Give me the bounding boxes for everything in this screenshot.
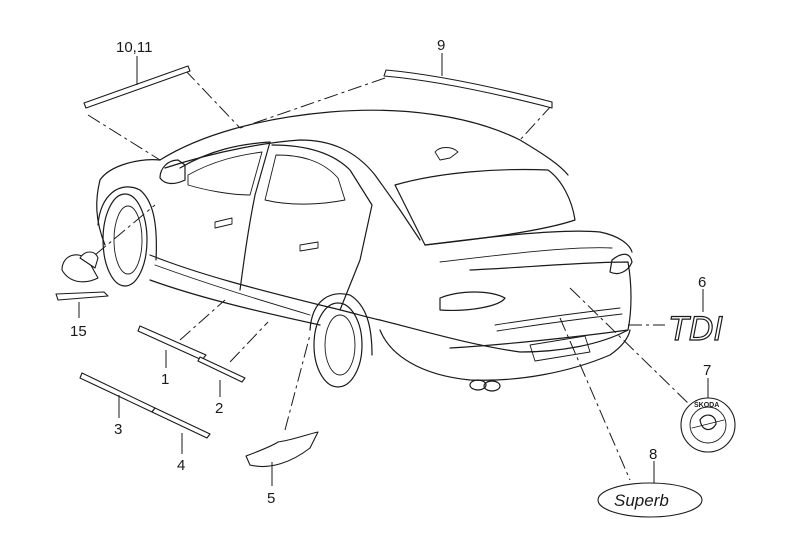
callout-lines: [87, 69, 691, 481]
label-10-11: 10,11: [116, 39, 152, 56]
superb-badge-8: Superb: [597, 482, 703, 518]
door-strip-3: [79, 372, 156, 413]
label-6: 6: [698, 274, 706, 291]
emblem-lettering: ŠKODA: [694, 400, 719, 409]
label-2: 2: [215, 400, 223, 417]
label-8: 8: [649, 446, 657, 463]
label-7: 7: [703, 362, 711, 379]
car-body: [96, 109, 633, 392]
mirror-trim-15: [55, 251, 109, 301]
wheel-arch-trim-5: [245, 431, 319, 468]
part-labels: 10,11 9 15 1 2 3 4 5 6 7 8: [70, 37, 711, 507]
label-9: 9: [437, 37, 445, 54]
sill-strip-1: [137, 325, 207, 361]
superb-badge-text: Superb: [614, 491, 669, 510]
roof-trim-strip-10-11: [83, 65, 191, 109]
door-strip-4: [151, 407, 211, 439]
leader-lines: [78, 53, 709, 486]
label-15: 15: [70, 323, 87, 340]
label-4: 4: [177, 457, 185, 474]
skoda-emblem-7: ŠKODA: [680, 397, 736, 453]
label-3: 3: [114, 421, 122, 438]
roof-trim-strip-9: [383, 69, 553, 109]
tdi-badge: TDI: [668, 310, 723, 348]
label-1: 1: [161, 371, 169, 388]
sill-strip-2: [197, 356, 246, 383]
label-5: 5: [267, 490, 275, 507]
